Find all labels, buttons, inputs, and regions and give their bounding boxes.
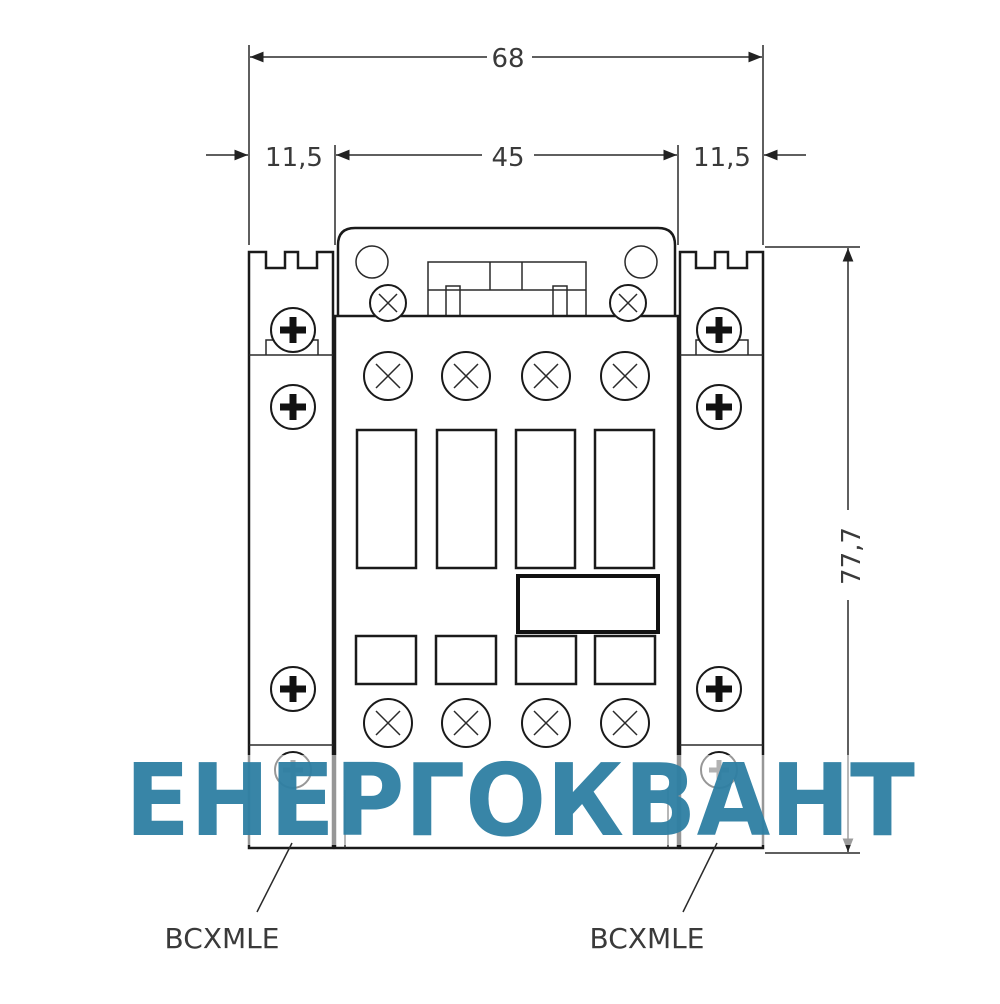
plus-screw-icon [696,384,742,430]
plus-screw-icon [270,307,316,353]
marker-slot-2 [434,634,498,686]
contact-window-2 [435,428,498,570]
height-label: 77,7 [837,527,867,585]
phillips-screw-icon [363,698,413,748]
plus-screw-icon [696,307,742,353]
contact-window-1 [355,428,418,570]
indicator-window [516,574,660,634]
watermark-logo: ЕНЕРГОКВАНТ [125,742,915,859]
dimension-overall-width: 68 [248,44,764,245]
phillips-screw-icon [600,698,650,748]
marker-slot-1 [354,634,418,686]
callout-right-label: BCXMLE [590,922,705,955]
callout-right: BCXMLE [590,842,718,955]
phillips-screw-icon [521,351,571,401]
contact-window-4 [593,428,656,570]
phillips-screw-icon [521,698,571,748]
right-margin-label: 11,5 [693,143,751,173]
mounting-screws [270,307,742,789]
phillips-screw-icon [369,284,407,322]
marker-slot-3 [514,634,578,686]
contact-windows [354,428,660,686]
center-width-label: 45 [491,143,524,173]
plus-screw-icon [270,384,316,430]
phillips-screw-icon [363,351,413,401]
left-margin-label: 11,5 [265,143,323,173]
contact-window-3 [514,428,577,570]
overall-width-label: 68 [491,44,524,74]
phillips-screw-icon [600,351,650,401]
plus-screw-icon [270,666,316,712]
callout-left: BCXMLE [165,842,293,955]
dimension-sub-widths: 11,5 45 11,5 [206,143,806,245]
phillips-screw-icon [441,351,491,401]
callout-left-label: BCXMLE [165,922,280,955]
marker-slot-4 [593,634,657,686]
terminal-screws [363,284,650,748]
plus-screw-icon [696,666,742,712]
watermark-band [30,755,970,845]
phillips-screw-icon [441,698,491,748]
phillips-screw-icon [609,284,647,322]
dimension-height: 77,7 [765,246,867,854]
